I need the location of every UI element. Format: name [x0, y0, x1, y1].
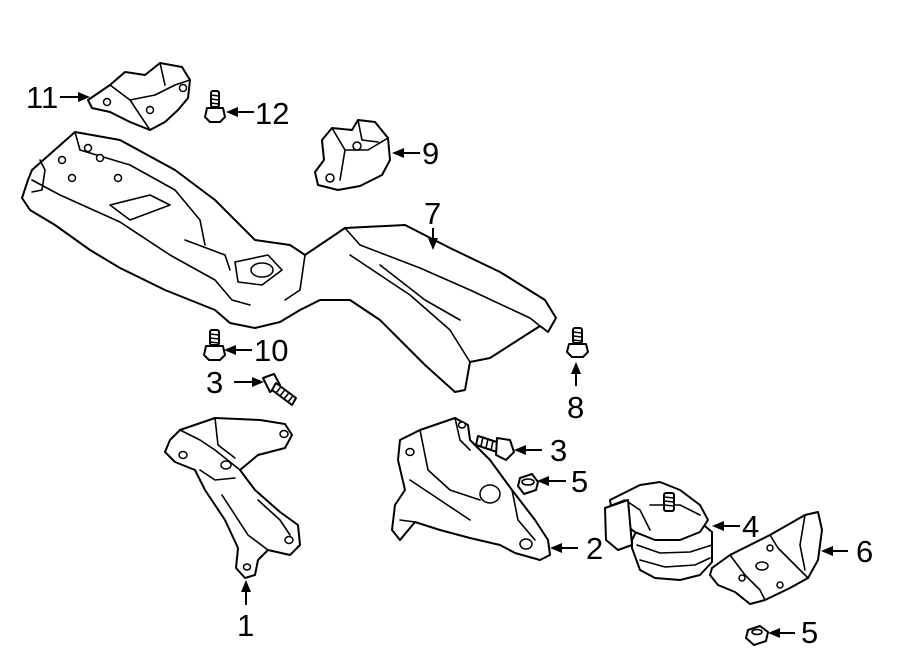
- callout-5-lower: 5: [801, 615, 818, 650]
- callout-3-left: 3: [206, 365, 223, 400]
- part-3-bolt-left[interactable]: [262, 373, 297, 406]
- part-2-bracket[interactable]: [391, 417, 551, 561]
- leader-lines: [60, 92, 848, 638]
- part-3-bolt-right[interactable]: [475, 435, 515, 461]
- callout-7: 7: [424, 196, 441, 231]
- callout-labels: 11 12 9 7 10 3 8 3 5 4 2 6 1 5: [26, 80, 873, 650]
- part-7-crossmember[interactable]: [21, 131, 557, 393]
- callout-4: 4: [742, 509, 759, 544]
- callout-8: 8: [567, 390, 584, 425]
- part-8-bolt[interactable]: [566, 327, 589, 358]
- part-4-insulator[interactable]: [604, 481, 713, 581]
- part-5-nut-upper[interactable]: [517, 473, 539, 495]
- part-6-bracket[interactable]: [709, 511, 823, 605]
- callout-12: 12: [255, 96, 289, 131]
- callout-5-upper: 5: [571, 464, 588, 499]
- callout-3-right: 3: [550, 433, 567, 468]
- callout-2: 2: [586, 531, 603, 566]
- part-11-bracket[interactable]: [87, 62, 191, 131]
- callout-6: 6: [856, 534, 873, 569]
- part-12-bolt[interactable]: [204, 90, 226, 123]
- part-1-bracket[interactable]: [164, 417, 301, 579]
- part-10-bolt[interactable]: [203, 329, 226, 361]
- part-9-bracket[interactable]: [314, 119, 391, 191]
- callout-9: 9: [422, 136, 439, 171]
- callout-1: 1: [237, 608, 254, 643]
- part-5-nut-lower[interactable]: [745, 625, 769, 646]
- callout-11: 11: [26, 80, 58, 115]
- callout-10: 10: [254, 333, 288, 368]
